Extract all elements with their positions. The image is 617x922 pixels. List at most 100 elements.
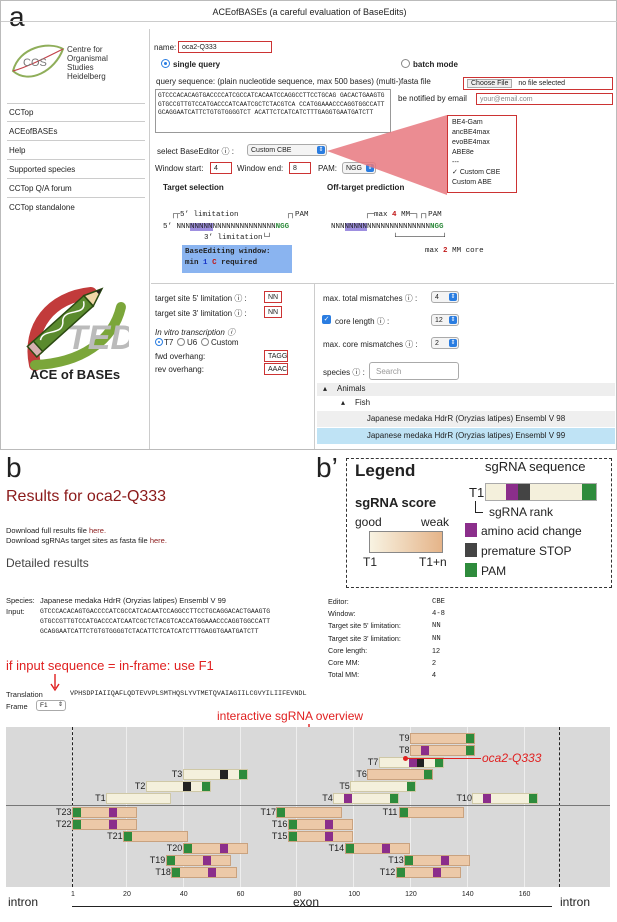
limit3-label: 3’ limitation└┘ xyxy=(204,234,272,242)
param-label: Core MM: xyxy=(328,658,360,668)
window-start-input[interactable]: 4 xyxy=(210,162,232,174)
name-input[interactable]: oca2-Q333 xyxy=(178,41,272,53)
cos-logo: COS xyxy=(9,41,65,89)
sgrna-label: T7 xyxy=(367,757,379,767)
max-total-select[interactable]: 4⇕ xyxy=(431,291,459,303)
window-end-label: Window end: xyxy=(237,164,284,173)
sgrna-bar[interactable] xyxy=(409,745,476,756)
be-window-req: min 1 C required xyxy=(185,258,289,269)
sgrna-bar[interactable] xyxy=(350,781,416,792)
tree-fish-label: Fish xyxy=(355,398,371,407)
core-bracket: └──────────┘ xyxy=(393,234,448,242)
sgrna-bar[interactable] xyxy=(182,769,249,780)
menu-item[interactable]: BE4-Gam xyxy=(452,119,483,126)
sidebar-item-supported-species[interactable]: Supported species xyxy=(7,161,145,179)
menu-item-selected[interactable]: ✓ Custom CBE xyxy=(452,168,512,178)
sgrna-bar[interactable] xyxy=(165,855,232,866)
offtarget-sequence: NNNNNNNNNNNNNNNNNNNNNNNGG xyxy=(331,223,444,231)
sidebar-item-forum[interactable]: CCTop Q/A forum xyxy=(7,180,145,198)
sgrna-bar[interactable] xyxy=(472,793,538,804)
sgrna-label: T9 xyxy=(398,733,410,743)
fwd-input[interactable]: TAGG xyxy=(264,350,288,362)
sgrna-bar[interactable] xyxy=(409,733,476,744)
species-option-v99[interactable]: Japanese medaka HdrR (Oryzias latipes) E… xyxy=(317,428,615,444)
menu-item[interactable]: ancBE4max xyxy=(452,129,490,136)
core-length-checkbox[interactable]: ✓ xyxy=(322,315,331,324)
species-search-input[interactable]: Search xyxy=(369,362,459,380)
cos-leaf-icon xyxy=(11,44,65,78)
site3-input[interactable]: NN xyxy=(264,306,282,318)
batch-mode-radio[interactable] xyxy=(401,59,410,68)
custom-radio[interactable] xyxy=(201,338,209,346)
download-fasta-link[interactable]: here. xyxy=(149,536,167,545)
sgrna-aa-change xyxy=(208,868,217,877)
sgrna-bar[interactable] xyxy=(171,867,237,878)
inframe-annotation: if input sequence = in-frame: use F1 xyxy=(6,658,214,673)
single-query-radio[interactable] xyxy=(161,59,170,68)
species-option-v98[interactable]: Japanese medaka HdrR (Oryzias latipes) E… xyxy=(317,411,615,427)
param-value: 4 xyxy=(432,670,436,680)
sgrna-bar[interactable] xyxy=(182,843,249,854)
query-textarea[interactable]: GTCCCACACAGTGACCCCATCGCCATCACAATCCAGGCCT… xyxy=(155,89,391,133)
sgrna-bar[interactable] xyxy=(276,807,342,818)
results-title: Results for oca2-Q333 xyxy=(6,488,167,505)
file-input[interactable]: Choose File no file selected xyxy=(463,77,613,90)
sgrna-bar[interactable] xyxy=(287,819,354,830)
sgrna-bar[interactable] xyxy=(123,831,189,842)
menu-item[interactable]: ABE8e xyxy=(452,149,474,156)
download-full-link[interactable]: here. xyxy=(88,526,107,535)
title-divider xyxy=(1,21,617,22)
menu-item[interactable]: Custom ABE xyxy=(452,179,492,186)
param-value: 2 xyxy=(432,658,436,668)
sgrna-pam xyxy=(389,794,398,803)
tree-fish-row[interactable]: ▴ Fish xyxy=(317,397,615,410)
axis-tick-label: 100 xyxy=(348,891,360,898)
sgrna-bar[interactable] xyxy=(106,793,172,804)
sidebar-item-standalone[interactable]: CCTop standalone xyxy=(9,203,75,212)
frame-select[interactable]: F1⇕ xyxy=(36,700,66,711)
t7-radio[interactable] xyxy=(155,338,163,346)
core-length-select[interactable]: 12⇕ xyxy=(431,314,459,326)
input-line: GTGCCGTTGTCCATGACCCATCAATCGCTCTACGTCACCA… xyxy=(40,618,271,625)
site5-input[interactable]: NN xyxy=(264,291,282,303)
editor-select[interactable]: Custom CBE ⇕ xyxy=(247,144,327,156)
sgrna-bar[interactable] xyxy=(344,843,410,854)
sidebar-item-cctop[interactable]: CCTop xyxy=(7,104,145,122)
seq-window: NNNNN xyxy=(190,223,213,231)
sgrna-bar[interactable] xyxy=(287,831,354,842)
sgrna-bar[interactable] xyxy=(398,807,464,818)
sgrna-bar[interactable] xyxy=(333,793,399,804)
region-intron-right: intron xyxy=(560,895,591,909)
email-input[interactable]: your@email.com xyxy=(476,93,613,105)
collapse-arrow-icon: ▴ xyxy=(341,398,346,407)
sgrna-bar[interactable] xyxy=(367,769,433,780)
sgrna-bar[interactable] xyxy=(395,867,462,878)
max-total-label: max. total mismatches ⓘ : xyxy=(323,294,418,303)
window-end-input[interactable]: 8 xyxy=(289,162,311,174)
param-label: Editor: xyxy=(328,597,349,606)
sgrna-pam xyxy=(466,734,475,743)
sidebar-item-help[interactable]: Help xyxy=(7,142,145,160)
sgrna-bar[interactable] xyxy=(72,807,138,818)
sgrna-bar[interactable] xyxy=(145,781,212,792)
sidebar-item-aceofbases[interactable]: ACEofBASEs xyxy=(7,123,145,141)
sgrna-bar[interactable] xyxy=(404,855,470,866)
choose-file-button[interactable]: Choose File xyxy=(467,79,513,88)
max-core-select[interactable]: 2⇕ xyxy=(431,337,459,349)
tree-animals-row[interactable]: ▴ Animals xyxy=(317,383,615,396)
u6-radio[interactable] xyxy=(177,338,185,346)
sgrna-bar[interactable] xyxy=(378,757,445,768)
param-row: Total MM:4 xyxy=(328,669,468,681)
download-fasta: Download sgRNAs target sites as fasta fi… xyxy=(6,536,167,545)
site3-value: NN xyxy=(268,309,279,316)
sgrna-bar[interactable] xyxy=(72,819,138,830)
rev-input[interactable]: AAAC xyxy=(264,363,288,375)
pam-select-value: NGG xyxy=(346,165,362,172)
param-value: NN xyxy=(432,634,441,643)
menu-item[interactable]: evoBE4max xyxy=(452,139,490,146)
name-label: name: xyxy=(154,43,177,52)
sgrna-stop xyxy=(415,758,424,767)
legend-pam: PAM xyxy=(481,564,507,578)
legend-t1-label: T1 xyxy=(469,485,485,500)
